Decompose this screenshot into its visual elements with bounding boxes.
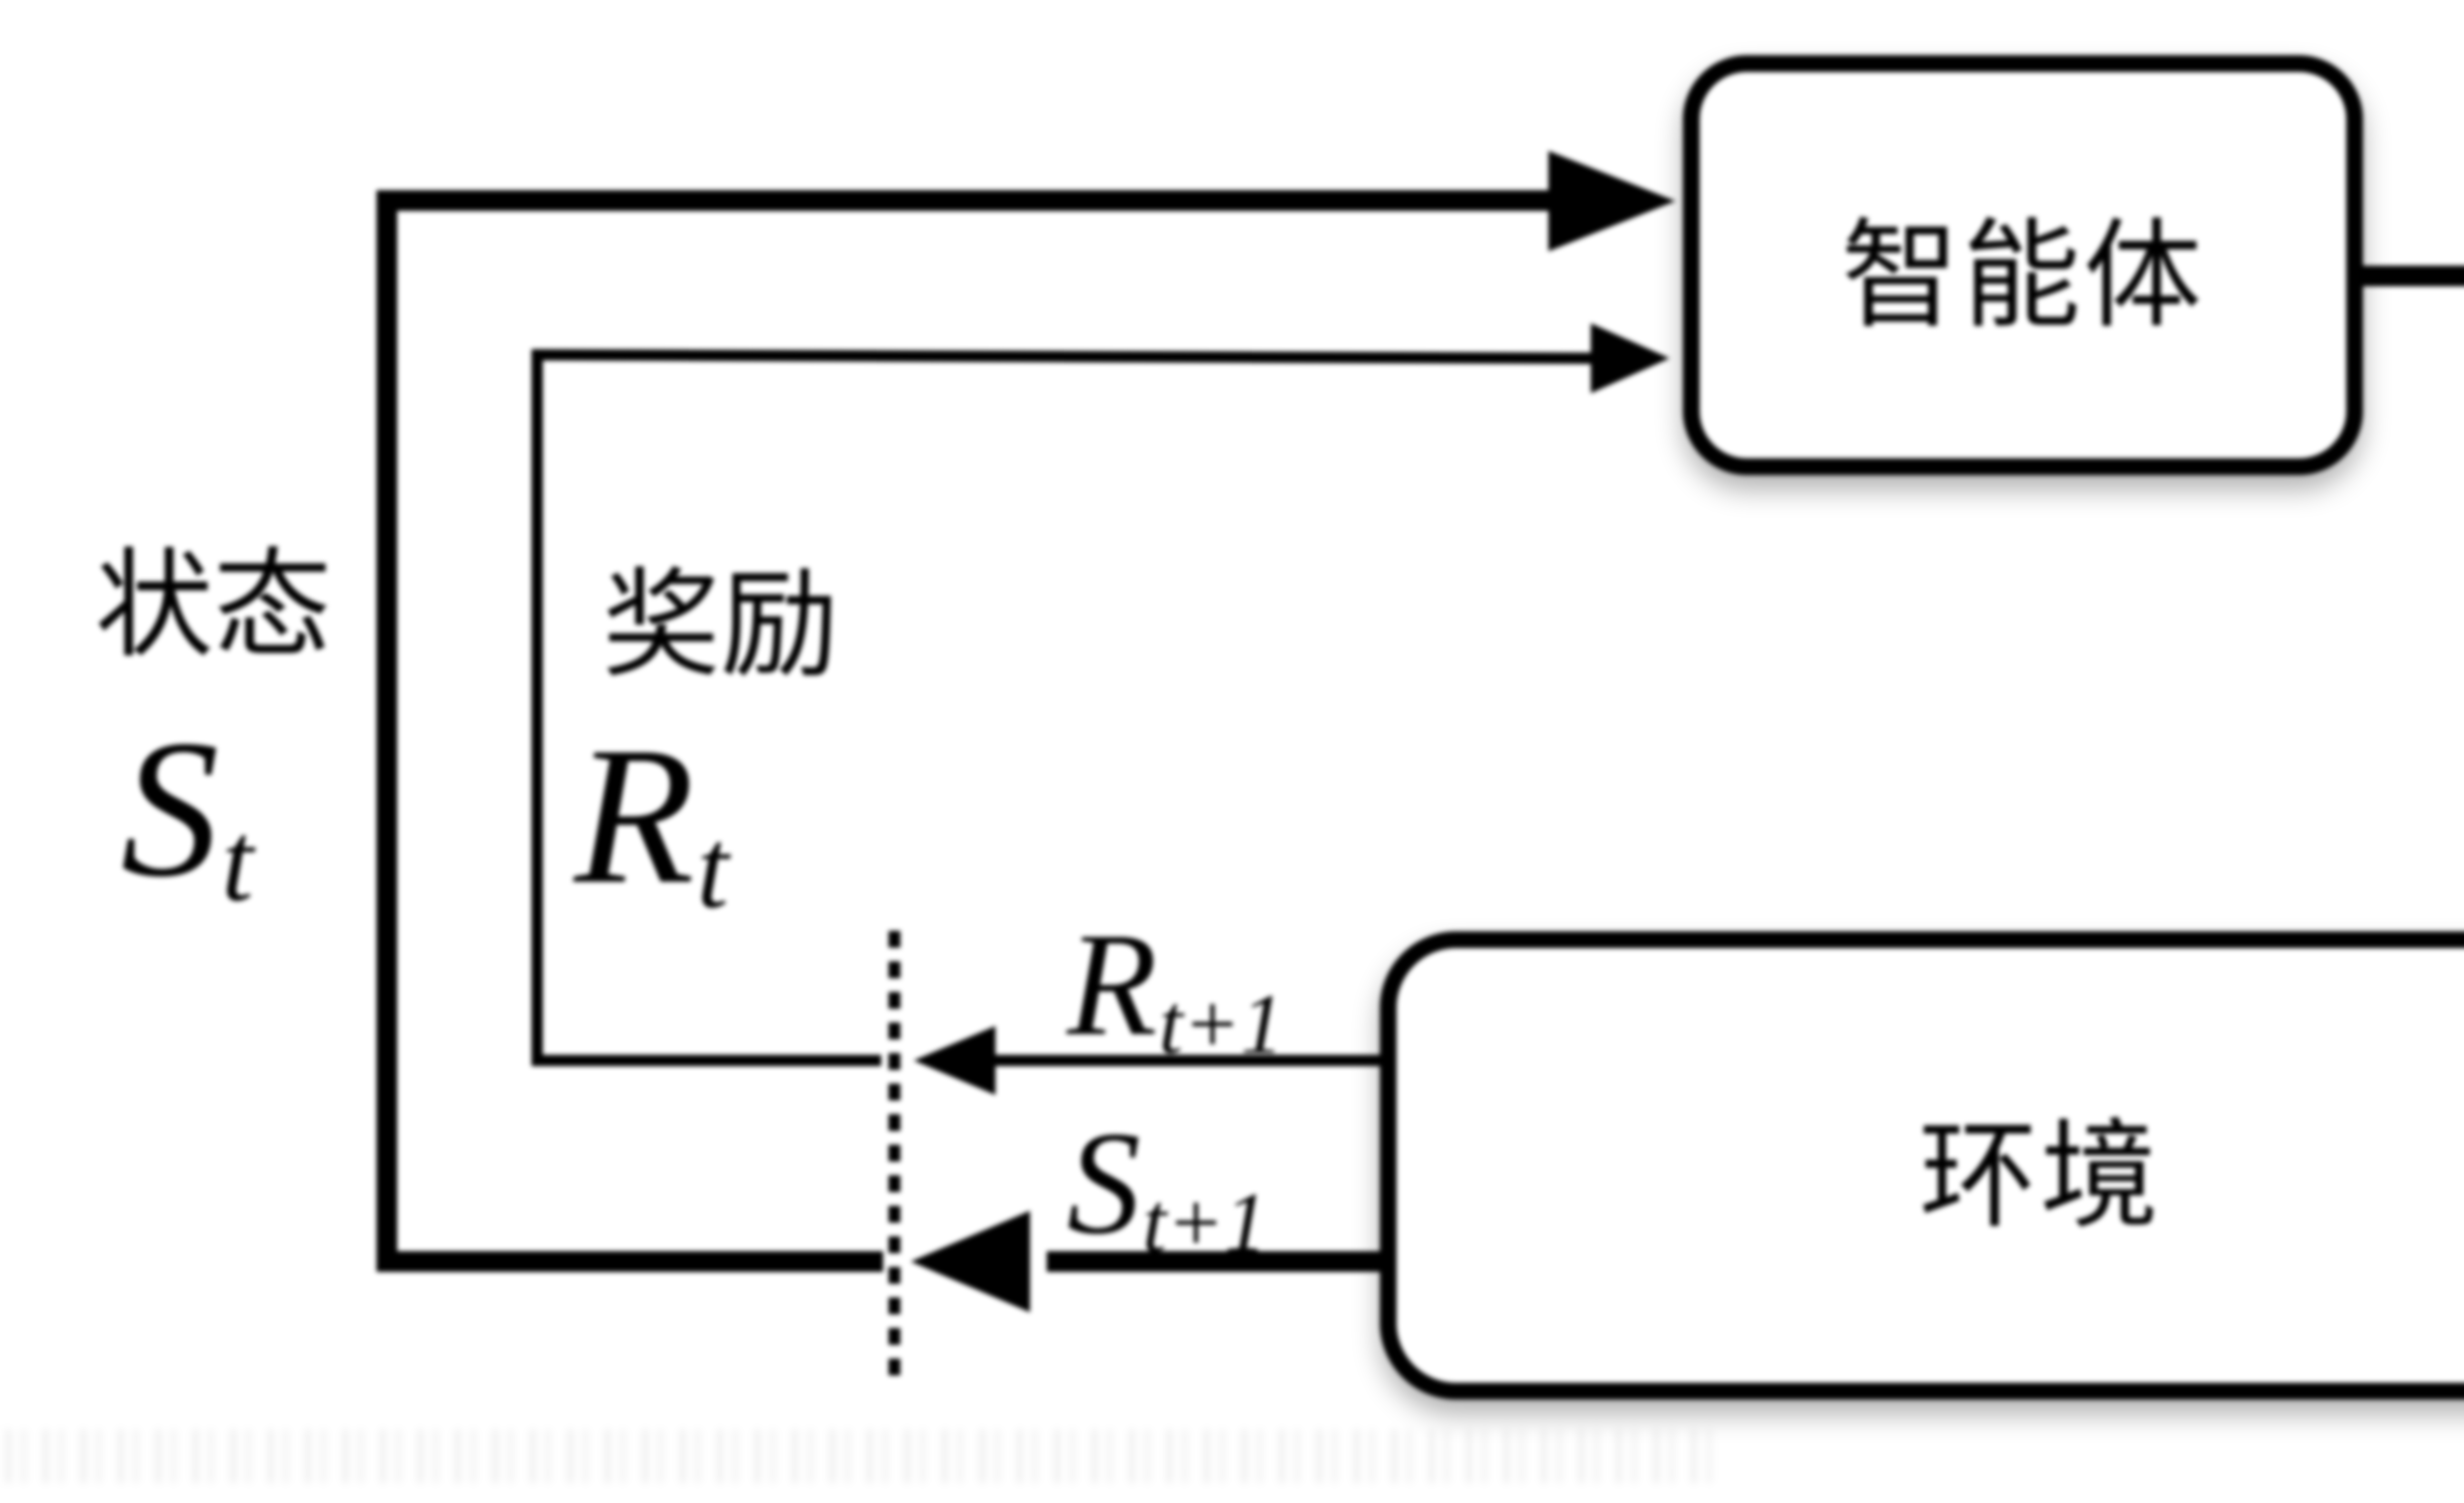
next-state-symbol-subscript: t+1: [1142, 1175, 1267, 1270]
next-reward-arrowhead: [914, 1026, 995, 1095]
next-reward-symbol-letter: R: [1067, 902, 1158, 1066]
reward-symbol-letter: R: [574, 706, 695, 924]
environment-box: 环境: [1380, 931, 2464, 1400]
state-symbol-letter: S: [121, 699, 219, 918]
reward-symbol: Rt: [574, 717, 728, 926]
state-label: 状态: [95, 541, 332, 672]
state-arrowhead: [1548, 151, 1676, 251]
environment-label: 环境: [1918, 1111, 2161, 1242]
agent-label: 智能体: [1841, 210, 2205, 342]
state-symbol-subscript: t: [221, 798, 254, 925]
reward-arrowhead: [1591, 323, 1670, 393]
reward-label: 奖励: [602, 560, 839, 691]
reward-symbol-subscript: t: [696, 805, 729, 932]
state-symbol: St: [121, 710, 253, 919]
agent-box: 智能体: [1683, 55, 2363, 475]
state-line: [376, 190, 1551, 1272]
next-state-arrowhead: [911, 1211, 1030, 1312]
cutoff-caption-fragment: [5, 1429, 1720, 1483]
next-state-symbol: St+1: [1067, 1109, 1267, 1265]
next-reward-symbol-subscript: t+1: [1159, 976, 1284, 1072]
next-state-symbol-letter: S: [1067, 1101, 1141, 1264]
next-reward-symbol: Rt+1: [1067, 910, 1284, 1067]
